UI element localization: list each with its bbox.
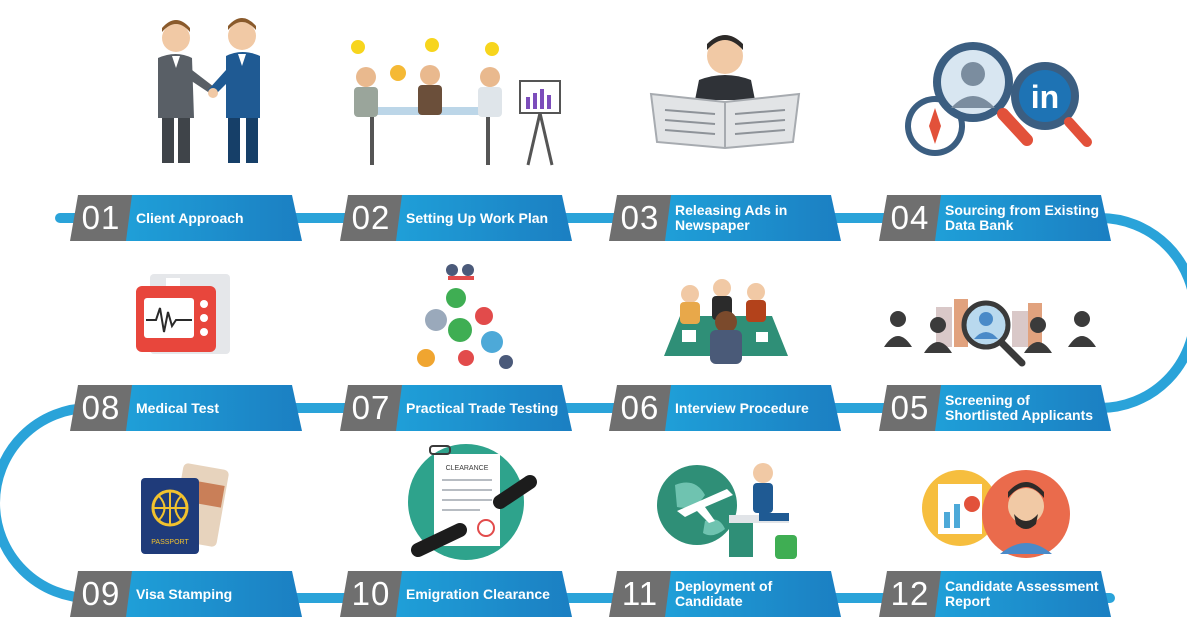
passport-text: PASSPORT [151,539,189,546]
step-number: 06 [609,385,671,431]
step-01: 01 Client Approach [70,195,302,241]
step-06: 06 Interview Procedure [609,385,841,431]
step-label: Medical Test [126,385,302,431]
step-number: 04 [879,195,941,241]
step-number: 07 [340,385,402,431]
passport-illustration: PASSPORT [141,463,229,554]
linkedin-search-illustration: in [905,42,1092,156]
step-number: 01 [70,195,132,241]
step-label: Emigration Clearance [396,571,572,617]
step-label: Screening of Shortlisted Applicants [935,385,1111,431]
step-label: Practical Trade Testing [396,385,572,431]
step-10: 10 Emigration Clearance [340,571,572,617]
handshake-illustration [158,18,260,163]
step-number: 03 [609,195,671,241]
step-label: Deployment of Candidate [665,571,841,617]
clearance-document-illustration: CLEARANCE [408,444,537,560]
step-07: 07 Practical Trade Testing [340,385,572,431]
step-number: 05 [879,385,941,431]
interview-panel-illustration [664,279,788,364]
step-label: Visa Stamping [126,571,302,617]
step-label: Candidate Assessment Report [935,571,1111,617]
step-02: 02 Setting Up Work Plan [340,195,572,241]
step-number: 10 [340,571,402,617]
step-number: 11 [609,571,671,617]
step-09: 09 Visa Stamping [70,571,302,617]
step-label: Setting Up Work Plan [396,195,572,241]
step-04: 04 Sourcing from Existing Data Bank [879,195,1111,241]
step-11: 11 Deployment of Candidate [609,571,841,617]
step-03: 03 Releasing Ads in Newspaper [609,195,841,241]
step-label: Sourcing from Existing Data Bank [935,195,1111,241]
step-number: 12 [879,571,941,617]
medical-monitor-illustration [136,274,230,354]
step-05: 05 Screening of Shortlisted Applicants [879,385,1111,431]
deployment-travel-illustration [657,463,797,559]
step-number: 09 [70,571,132,617]
clearance-title-text: CLEARANCE [446,465,489,472]
step-number: 02 [340,195,402,241]
assessment-report-illustration [922,470,1070,558]
step-number: 08 [70,385,132,431]
step-label: Client Approach [126,195,302,241]
step-label: Releasing Ads in Newspaper [665,195,841,241]
work-plan-meeting-illustration [351,38,561,166]
gears-teamwork-illustration [417,264,513,369]
step-08: 08 Medical Test [70,385,302,431]
step-label: Interview Procedure [665,385,841,431]
newspaper-reader-illustration [649,35,801,150]
step-12: 12 Candidate Assessment Report [879,571,1111,617]
linkedin-logo-text: in [1031,79,1059,115]
applicant-screening-illustration [884,299,1096,367]
